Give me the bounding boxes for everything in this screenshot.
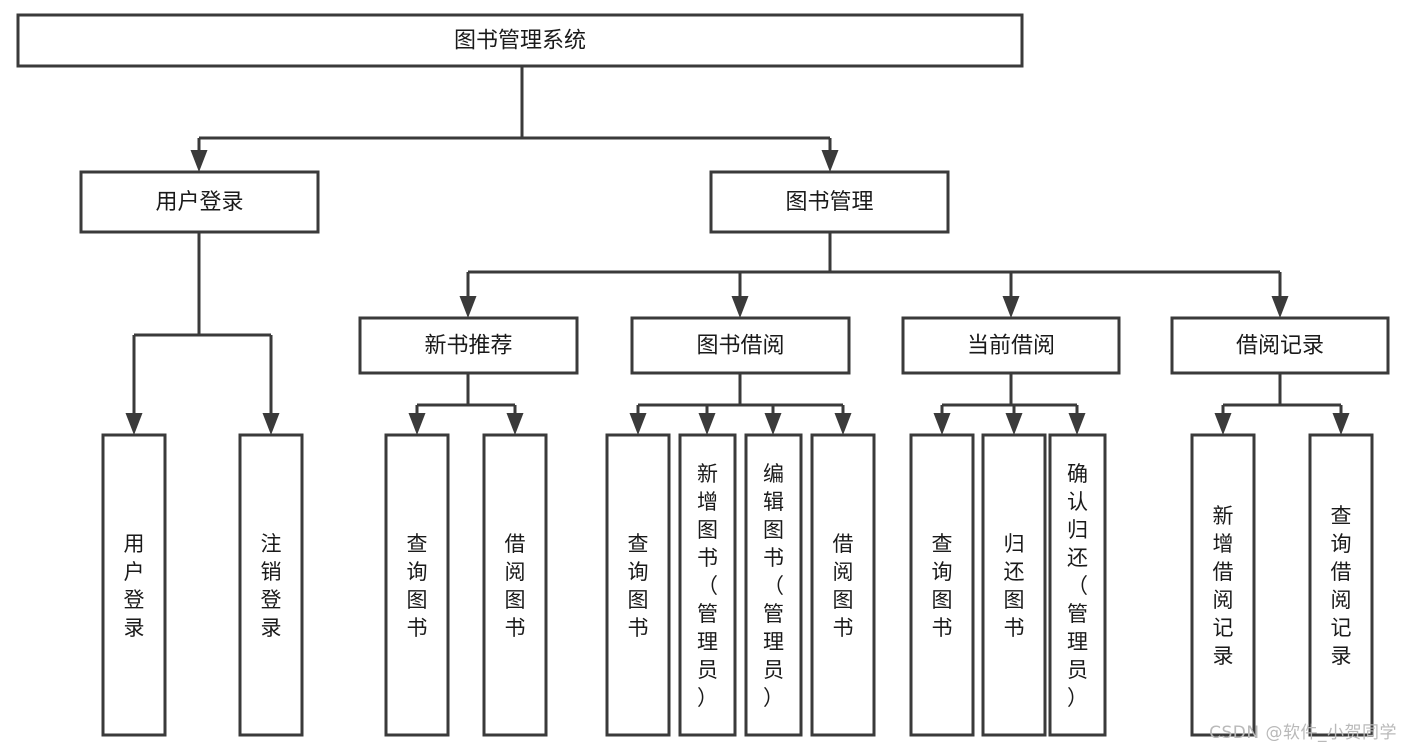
node-label-leaf-borrow-book-1: 借阅图书 xyxy=(505,532,526,640)
node-leaf-user-login[interactable]: 用户登录 xyxy=(101,433,167,737)
node-leaf-query-book-1[interactable]: 查询图书 xyxy=(384,433,450,737)
arrowhead-leaf-return-book xyxy=(1005,413,1023,435)
arrowhead-leaf-query-record xyxy=(1332,413,1350,435)
node-leaf-query-record[interactable]: 查询借阅记录 xyxy=(1308,433,1374,737)
arrowhead-leaf-borrow-book-1 xyxy=(506,413,524,435)
node-label-book-manage: 图书管理 xyxy=(785,190,873,215)
node-label-current-borrow: 当前借阅 xyxy=(967,334,1055,359)
arrowhead-leaf-query-book-2 xyxy=(629,413,647,435)
arrowhead-leaf-edit-book xyxy=(764,413,782,435)
node-box-user-login[interactable] xyxy=(79,170,320,234)
arrowhead-current-borrow xyxy=(1002,296,1020,318)
node-leaf-confirm-return[interactable]: 确认归还（管理员） xyxy=(1048,433,1107,737)
arrowhead-leaf-add-book xyxy=(698,413,716,435)
node-label-book-borrow: 图书借阅 xyxy=(696,334,784,359)
edge-group-user-login-to-leaves xyxy=(125,232,280,435)
edge-group-root-to-level1 xyxy=(190,66,839,172)
node-box-leaf-query-book-2[interactable] xyxy=(605,433,671,737)
node-leaf-return-book[interactable]: 归还图书 xyxy=(981,433,1047,737)
edge-group-current-borrow-to-leaves xyxy=(933,373,1086,435)
arrowhead-book-manage xyxy=(821,150,839,172)
edge-group-book-manage-to-level2 xyxy=(459,232,1289,318)
node-leaf-query-book-2[interactable]: 查询图书 xyxy=(605,433,671,737)
node-label-user-login: 用户登录 xyxy=(155,190,243,215)
node-label-leaf-query-book-3: 查询图书 xyxy=(932,532,953,640)
node-label-leaf-return-book: 归还图书 xyxy=(1004,532,1025,640)
node-leaf-borrow-book-1[interactable]: 借阅图书 xyxy=(482,433,548,737)
node-box-leaf-query-book-3[interactable] xyxy=(909,433,975,737)
arrowhead-leaf-user-login xyxy=(125,413,143,435)
node-leaf-user-logout[interactable]: 注销登录 xyxy=(238,433,304,737)
node-new-book-rec[interactable]: 新书推荐 xyxy=(358,316,579,375)
node-leaf-query-book-3[interactable]: 查询图书 xyxy=(909,433,975,737)
node-box-leaf-return-book[interactable] xyxy=(981,433,1047,737)
node-leaf-borrow-book-2[interactable]: 借阅图书 xyxy=(810,433,876,737)
node-label-leaf-add-book: 新增图书（管理员） xyxy=(697,462,718,710)
node-label-new-book-rec: 新书推荐 xyxy=(424,334,512,359)
arrowhead-user-login xyxy=(190,150,208,172)
arrowhead-leaf-confirm-return xyxy=(1068,413,1086,435)
node-label-leaf-query-book-1: 查询图书 xyxy=(407,532,428,640)
node-box-leaf-edit-book[interactable] xyxy=(744,433,803,737)
nodes-layer: 图书管理系统用户登录图书管理新书推荐图书借阅当前借阅借阅记录用户登录注销登录查询… xyxy=(16,13,1390,737)
node-root[interactable]: 图书管理系统 xyxy=(16,13,1024,68)
arrowhead-leaf-query-book-1 xyxy=(408,413,426,435)
node-current-borrow[interactable]: 当前借阅 xyxy=(901,316,1121,375)
node-box-root[interactable] xyxy=(16,13,1024,68)
node-box-leaf-add-book[interactable] xyxy=(678,433,737,737)
node-box-leaf-user-login[interactable] xyxy=(101,433,167,737)
node-box-leaf-query-record[interactable] xyxy=(1308,433,1374,737)
arrowhead-borrow-record xyxy=(1271,296,1289,318)
node-box-book-manage[interactable] xyxy=(709,170,950,234)
node-label-leaf-query-book-2: 查询图书 xyxy=(628,532,649,640)
node-label-leaf-add-record: 新增借阅记录 xyxy=(1213,504,1234,668)
arrowhead-leaf-query-book-3 xyxy=(933,413,951,435)
node-box-leaf-add-record[interactable] xyxy=(1190,433,1256,737)
node-borrow-record[interactable]: 借阅记录 xyxy=(1170,316,1390,375)
arrowhead-book-borrow xyxy=(731,296,749,318)
node-label-borrow-record: 借阅记录 xyxy=(1236,334,1324,359)
node-label-leaf-edit-book: 编辑图书（管理员） xyxy=(763,462,784,710)
node-box-book-borrow[interactable] xyxy=(630,316,851,375)
node-leaf-add-record[interactable]: 新增借阅记录 xyxy=(1190,433,1256,737)
node-book-manage[interactable]: 图书管理 xyxy=(709,170,950,234)
arrowhead-leaf-user-logout xyxy=(262,413,280,435)
node-box-leaf-confirm-return[interactable] xyxy=(1048,433,1107,737)
node-box-leaf-borrow-book-1[interactable] xyxy=(482,433,548,737)
node-leaf-edit-book[interactable]: 编辑图书（管理员） xyxy=(744,433,803,737)
node-box-borrow-record[interactable] xyxy=(1170,316,1390,375)
node-label-leaf-confirm-return: 确认归还（管理员） xyxy=(1067,462,1088,710)
watermark-label: CSDN @软件_小贺同学 xyxy=(1209,723,1397,743)
edge-group-new-book-rec-to-leaves xyxy=(408,373,524,435)
node-box-new-book-rec[interactable] xyxy=(358,316,579,375)
node-box-current-borrow[interactable] xyxy=(901,316,1121,375)
node-box-leaf-borrow-book-2[interactable] xyxy=(810,433,876,737)
node-label-leaf-borrow-book-2: 借阅图书 xyxy=(833,532,854,640)
node-box-leaf-user-logout[interactable] xyxy=(238,433,304,737)
arrowhead-leaf-add-record xyxy=(1214,413,1232,435)
node-box-leaf-query-book-1[interactable] xyxy=(384,433,450,737)
node-label-leaf-query-record: 查询借阅记录 xyxy=(1331,504,1352,668)
node-label-leaf-user-login: 用户登录 xyxy=(124,532,145,640)
edges-layer xyxy=(125,66,1350,435)
node-label-leaf-user-logout: 注销登录 xyxy=(261,532,282,640)
node-user-login[interactable]: 用户登录 xyxy=(79,170,320,234)
edge-group-book-borrow-to-leaves xyxy=(629,373,852,435)
node-leaf-add-book[interactable]: 新增图书（管理员） xyxy=(678,433,737,737)
edge-group-borrow-record-to-leaves xyxy=(1214,373,1350,435)
arrowhead-new-book-rec xyxy=(459,296,477,318)
arrowhead-leaf-borrow-book-2 xyxy=(834,413,852,435)
node-label-root: 图书管理系统 xyxy=(454,29,586,54)
node-book-borrow[interactable]: 图书借阅 xyxy=(630,316,851,375)
